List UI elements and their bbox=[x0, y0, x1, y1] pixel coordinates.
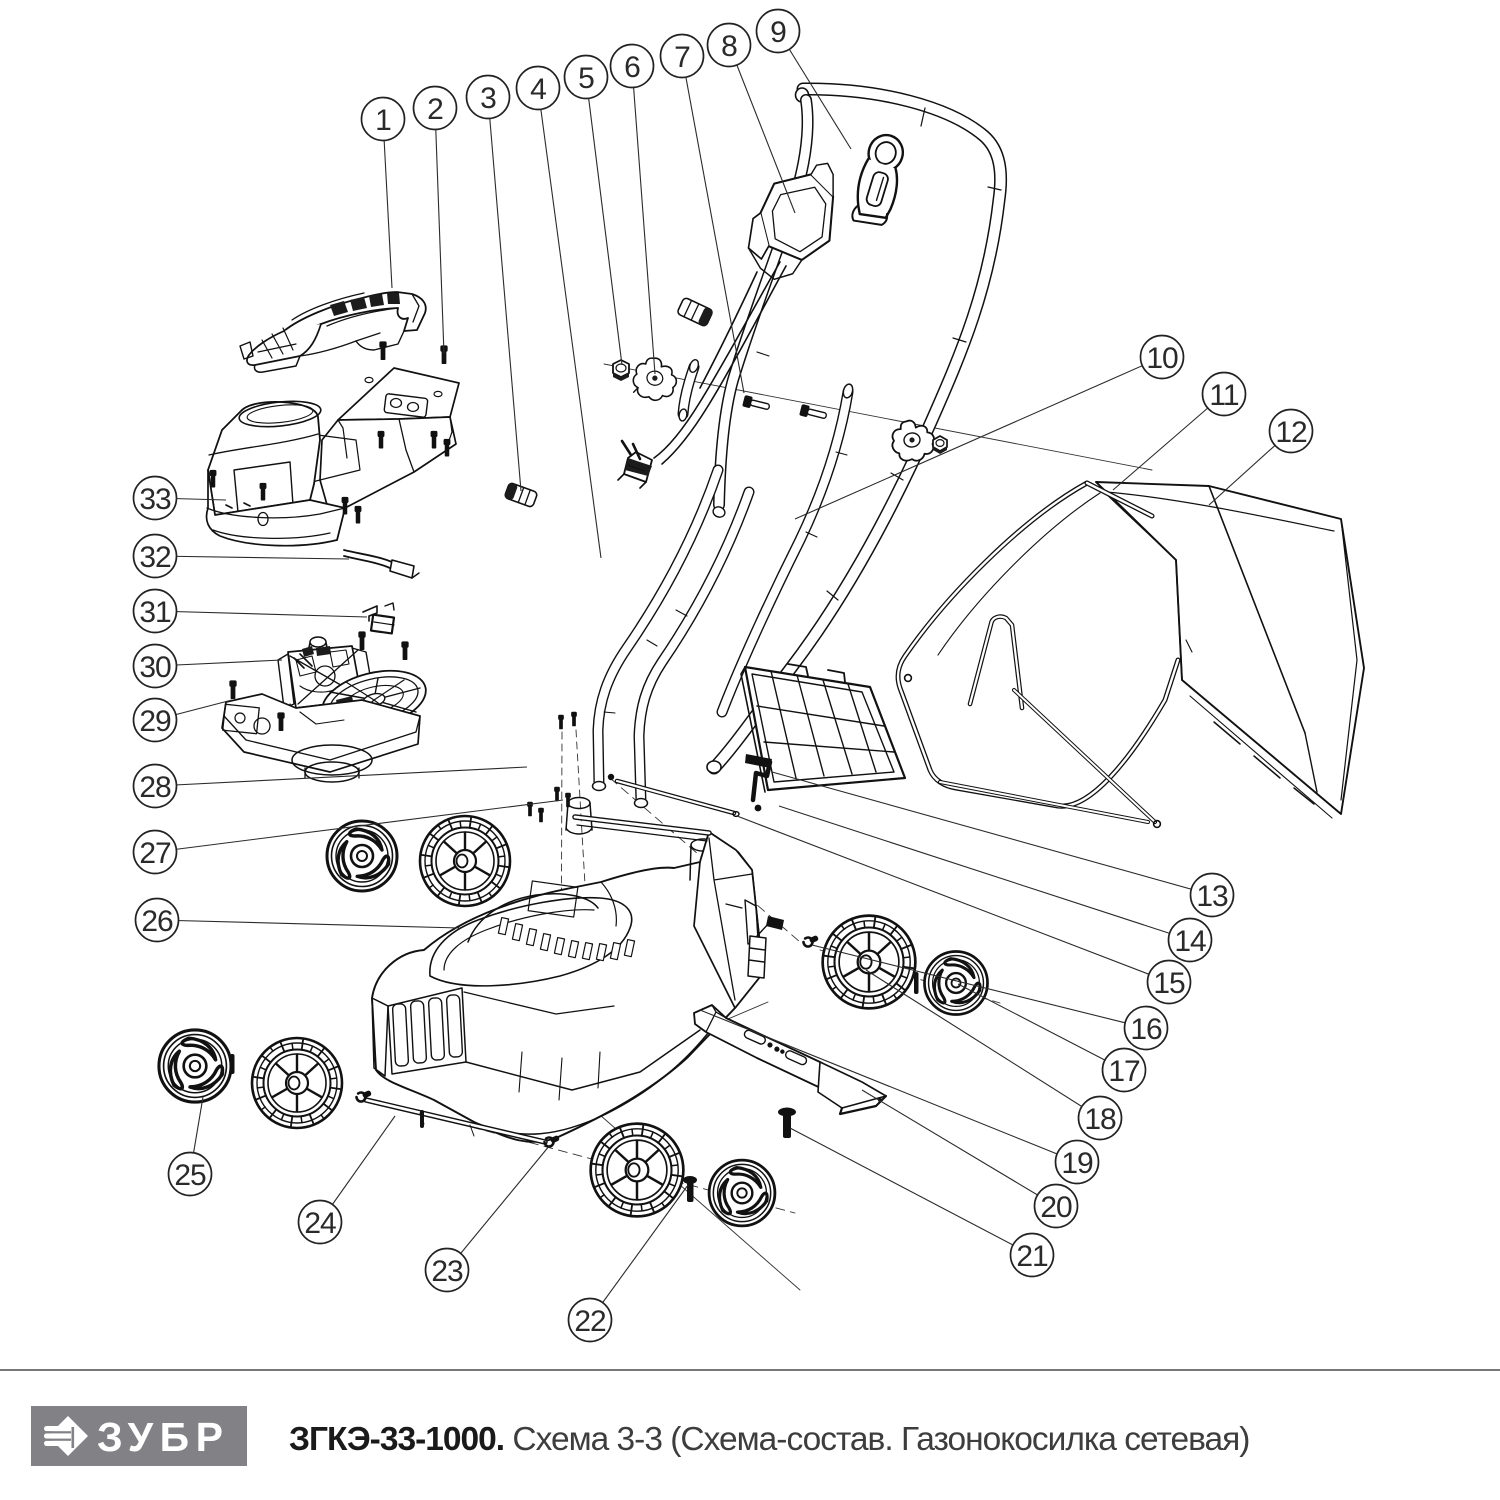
svg-text:3: 3 bbox=[480, 82, 496, 115]
svg-text:4: 4 bbox=[530, 73, 546, 106]
svg-text:25: 25 bbox=[174, 1159, 206, 1192]
svg-text:22: 22 bbox=[574, 1305, 606, 1338]
svg-text:8: 8 bbox=[721, 30, 737, 63]
svg-text:9: 9 bbox=[770, 16, 786, 49]
svg-text:23: 23 bbox=[431, 1255, 463, 1288]
svg-text:1: 1 bbox=[375, 104, 391, 137]
svg-text:28: 28 bbox=[139, 771, 171, 804]
svg-text:ЗГКЭ-33-1000. Схема 3-3 (Схема: ЗГКЭ-33-1000. Схема 3-3 (Схема-состав. Г… bbox=[289, 1421, 1249, 1458]
svg-text:ЗУБР: ЗУБР bbox=[97, 1414, 229, 1460]
svg-text:30: 30 bbox=[139, 651, 171, 684]
svg-text:5: 5 bbox=[578, 62, 594, 95]
svg-text:33: 33 bbox=[139, 483, 171, 516]
svg-text:24: 24 bbox=[304, 1207, 336, 1240]
svg-text:16: 16 bbox=[1130, 1013, 1162, 1046]
svg-text:12: 12 bbox=[1275, 416, 1307, 449]
svg-text:11: 11 bbox=[1209, 379, 1238, 412]
svg-text:21: 21 bbox=[1016, 1240, 1048, 1273]
svg-text:32: 32 bbox=[139, 541, 171, 574]
svg-text:7: 7 bbox=[674, 41, 690, 74]
svg-text:19: 19 bbox=[1061, 1147, 1093, 1180]
svg-text:2: 2 bbox=[427, 93, 443, 126]
svg-text:18: 18 bbox=[1084, 1103, 1116, 1136]
svg-text:26: 26 bbox=[141, 905, 173, 938]
svg-text:15: 15 bbox=[1153, 967, 1185, 1000]
svg-text:14: 14 bbox=[1174, 925, 1206, 958]
svg-text:17: 17 bbox=[1108, 1055, 1140, 1088]
svg-text:31: 31 bbox=[139, 596, 171, 629]
svg-text:20: 20 bbox=[1040, 1191, 1072, 1224]
svg-text:13: 13 bbox=[1196, 880, 1228, 913]
svg-text:10: 10 bbox=[1146, 342, 1178, 375]
svg-text:27: 27 bbox=[139, 837, 171, 870]
svg-text:29: 29 bbox=[139, 705, 171, 738]
svg-text:6: 6 bbox=[624, 51, 640, 84]
